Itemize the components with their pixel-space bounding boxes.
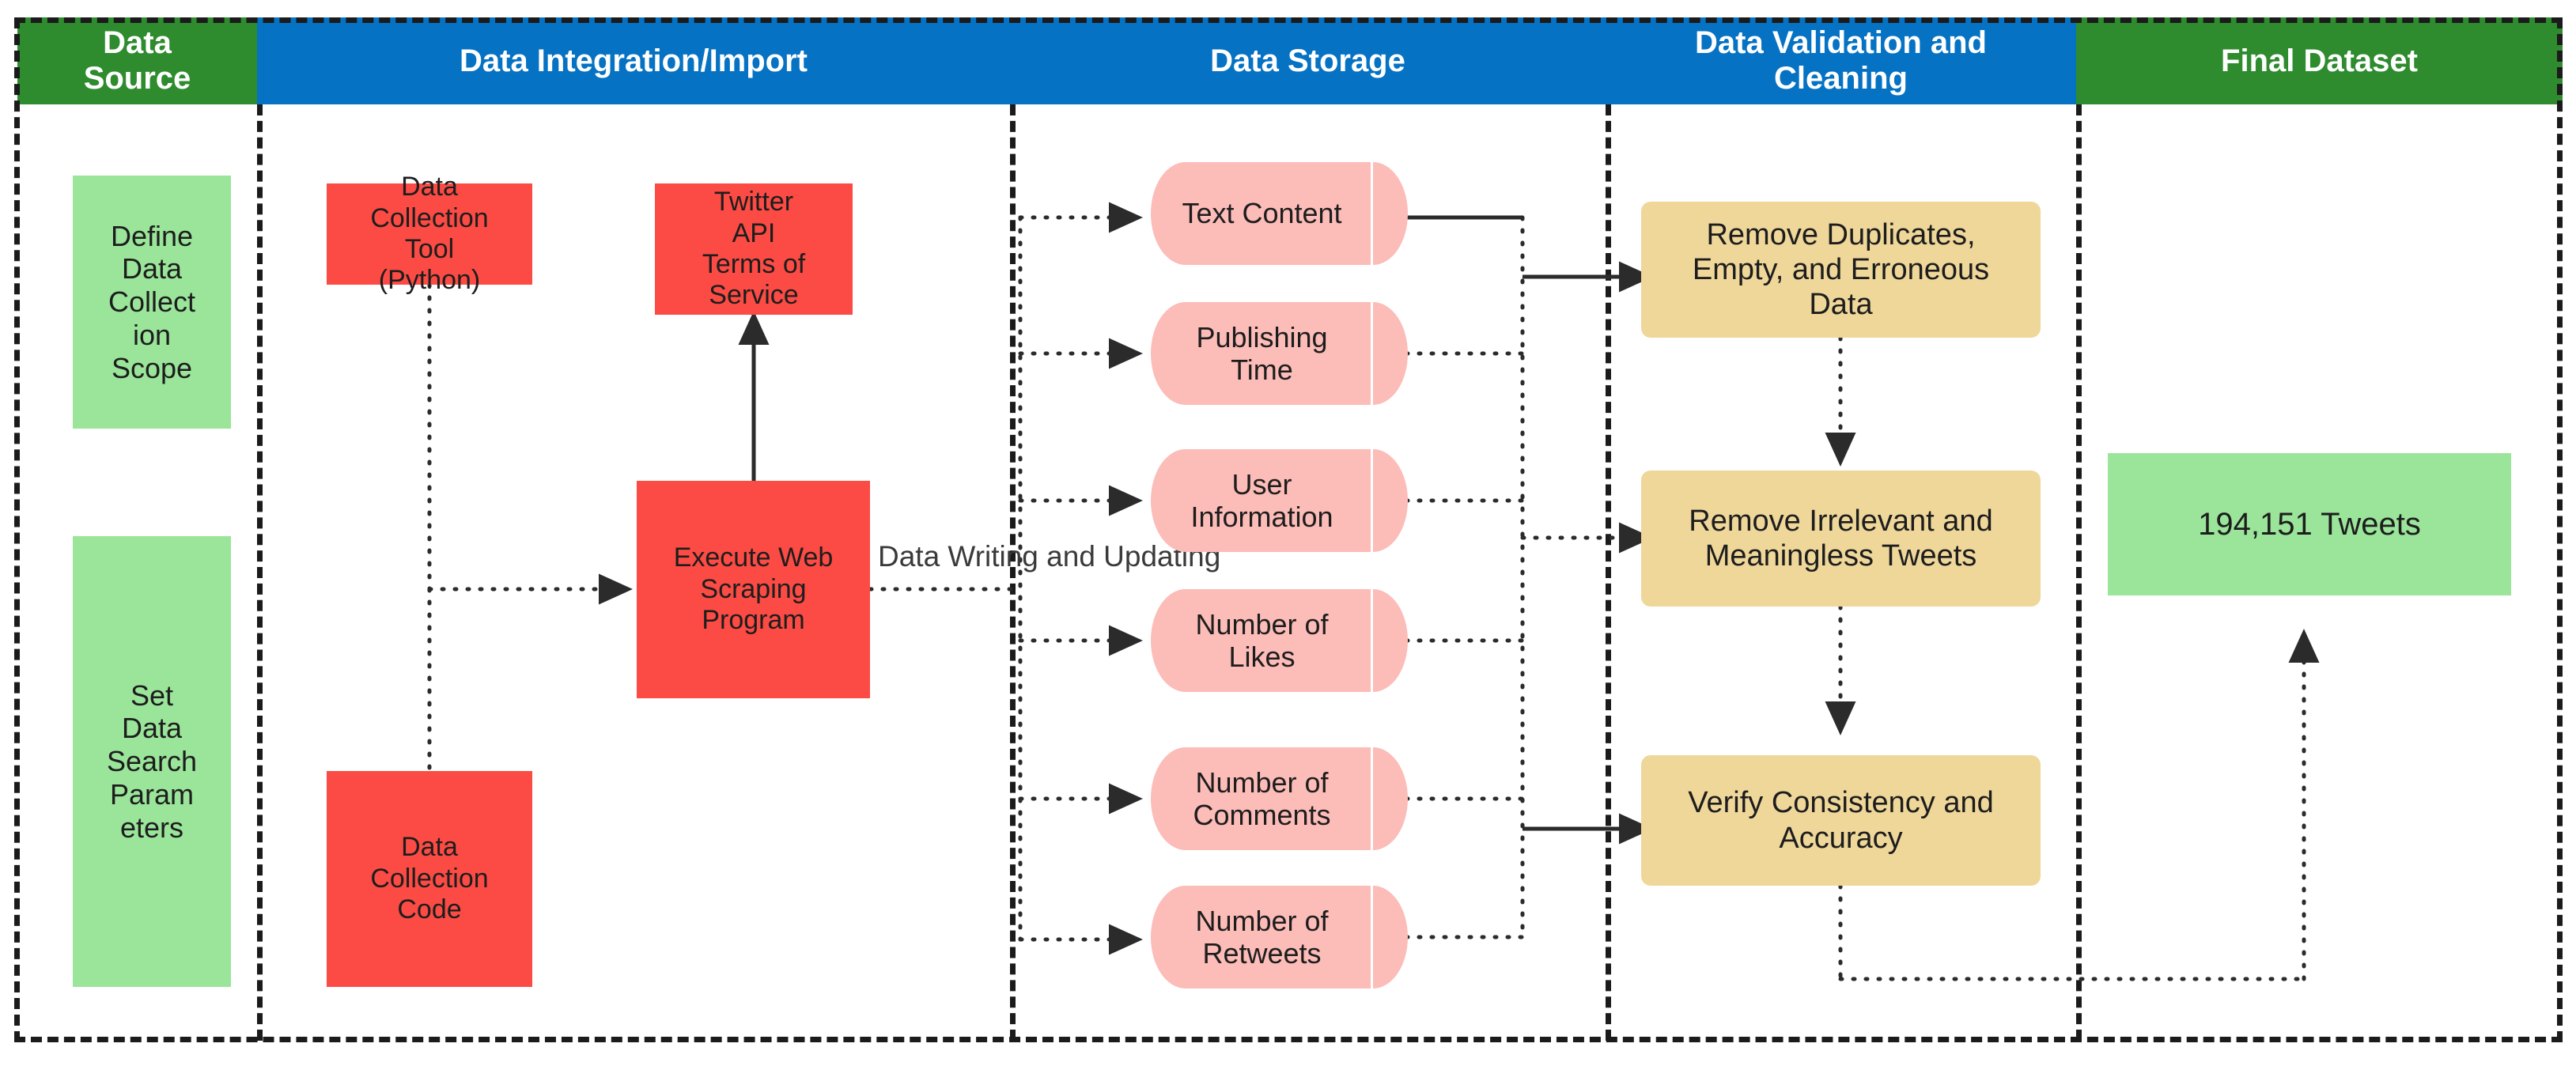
lane-header-data-integration: Data Integration/Import	[257, 17, 1010, 104]
node-label: Text Content	[1182, 197, 1342, 230]
node-text-content[interactable]: Text Content	[1151, 162, 1408, 265]
lane-divider-2	[1010, 104, 1016, 1041]
lane-header-label: Data Integration/Import	[459, 43, 808, 78]
lane-header-label: Final Dataset	[2221, 43, 2418, 78]
edge-label-data-writing: Data Writing and Updating	[878, 540, 1221, 573]
node-final-dataset-tweets[interactable]: 194,151 Tweets	[2108, 453, 2511, 595]
lane-header-final-dataset: Final Dataset	[2076, 17, 2563, 104]
lane-header-data-storage: Data Storage	[1010, 17, 1606, 104]
lane-divider-1	[257, 104, 263, 1041]
lane-header-label: Data Storage	[1210, 43, 1405, 78]
node-label: 194,151 Tweets	[2198, 506, 2421, 542]
lane-divider-4	[2076, 104, 2082, 1041]
lane-divider-3	[1606, 104, 1611, 1041]
